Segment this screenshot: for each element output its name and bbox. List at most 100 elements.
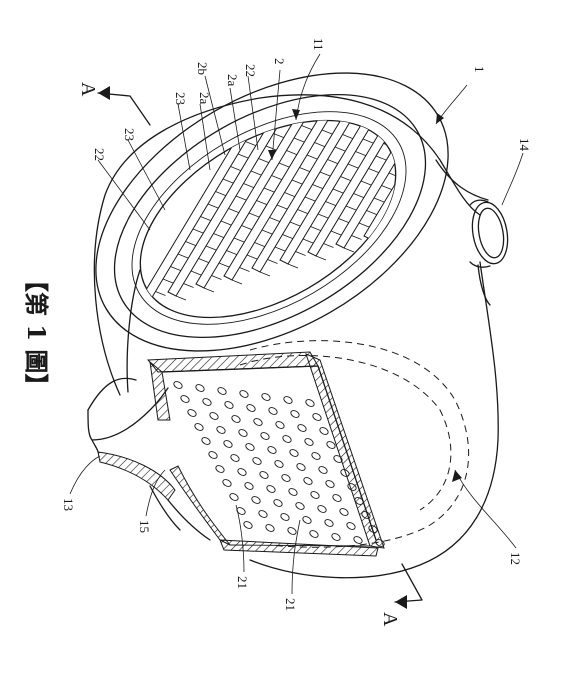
figure-title: 【第 1 圖】 xyxy=(22,268,51,397)
fin-slot-tick xyxy=(183,283,194,288)
perforation-hole xyxy=(305,399,315,407)
perforation-hole xyxy=(340,469,350,477)
perforation-hole xyxy=(303,477,313,485)
fin-slot-tick xyxy=(207,203,219,209)
fin-slot-tick xyxy=(245,141,256,146)
perforation-hole xyxy=(266,485,276,493)
perforation-hole xyxy=(237,468,247,476)
fin-slot-tick xyxy=(403,147,415,153)
fin-slot-tick xyxy=(177,253,189,259)
perforation-hole xyxy=(346,522,356,530)
label-chamber: 12 xyxy=(508,552,523,565)
fin-slot-tick xyxy=(308,112,320,118)
fin-slot-tick xyxy=(362,138,374,144)
fin-slot-tick xyxy=(273,133,284,138)
perforation-hole xyxy=(201,437,211,445)
perforation-hole xyxy=(281,474,291,482)
fin-slot-tick xyxy=(239,267,250,272)
fin-slot-tick xyxy=(162,278,174,284)
fin-slot-tick xyxy=(405,105,417,111)
fin-slot-tick xyxy=(485,53,495,57)
fin-slot-tick xyxy=(345,205,357,211)
fin-slot-tick xyxy=(235,195,247,201)
perforation-hole xyxy=(231,415,241,423)
fin-slot-tick xyxy=(222,178,234,184)
fin-slot-tick xyxy=(175,295,187,301)
fin-slot-tick xyxy=(230,166,241,171)
fin-slot-tick xyxy=(314,142,325,147)
fin-slot-tick xyxy=(190,270,202,276)
fin-slot-tick xyxy=(338,218,349,223)
fin-slot-tick xyxy=(276,204,288,210)
fin-slot-tick xyxy=(381,185,392,190)
perforation-hole xyxy=(244,482,254,490)
perforation-hole xyxy=(347,483,357,491)
perforation-hole xyxy=(260,432,270,440)
fin-slot-tick xyxy=(420,80,430,86)
label-hole-right: 21 xyxy=(283,598,298,611)
label-fin-left: 22 xyxy=(92,148,107,161)
section-mark-top: A xyxy=(77,82,99,97)
perforation-hole xyxy=(230,454,240,462)
fin-slot-tick xyxy=(336,104,348,110)
fin-slot-tick xyxy=(203,287,215,293)
fin-slot-tick xyxy=(218,262,230,268)
label-fin-upper: 22 xyxy=(243,64,258,77)
outlet-pipe xyxy=(469,199,509,268)
perforation-hole xyxy=(224,401,234,409)
section-arrow-bottom xyxy=(394,563,423,609)
fin-slot-tick xyxy=(343,247,355,253)
fin-slot-tick xyxy=(243,183,254,188)
perforation-hole xyxy=(258,510,268,518)
perforation-hole xyxy=(289,449,299,457)
perforation-hole xyxy=(238,429,248,437)
section-arrow-top xyxy=(97,86,151,126)
fin-slot-tick xyxy=(316,100,327,105)
label-lower-part: 15 xyxy=(137,520,152,533)
fin-slot-tick xyxy=(254,242,265,247)
perforation-hole xyxy=(311,452,321,460)
fin-slot-tick xyxy=(215,191,226,196)
perforation-hole xyxy=(246,404,256,412)
perforation-hole xyxy=(215,465,225,473)
perforation-hole xyxy=(195,384,205,392)
fin-slot-tick xyxy=(470,78,480,82)
fin-slot-tick xyxy=(372,84,383,89)
fin-slot-tick xyxy=(304,196,316,202)
label-groove-a-lower: 2a xyxy=(197,92,212,105)
perforation-hole xyxy=(209,412,219,420)
label-pipe: 14 xyxy=(517,138,532,152)
perforation-hole xyxy=(368,525,378,533)
perforation-hole xyxy=(251,496,261,504)
perforation-hole xyxy=(265,524,275,532)
perforation-hole xyxy=(317,505,327,513)
perforation-hole xyxy=(326,441,336,449)
fin-slot-tick xyxy=(213,233,224,238)
fin-slot-tick xyxy=(370,126,381,131)
fin-slot-tick xyxy=(269,217,280,222)
fin-slot-tick xyxy=(442,86,452,90)
perforation-hole xyxy=(325,480,335,488)
fin-slot-tick xyxy=(429,69,439,73)
label-inlet: 2 xyxy=(272,58,287,65)
fin-slot-tick xyxy=(358,222,370,228)
fin-slot-tick xyxy=(282,234,293,239)
fin-slot-tick xyxy=(457,61,467,65)
grille-fins xyxy=(139,53,495,309)
fin-slot-tick xyxy=(400,79,411,81)
fin-slot-tick xyxy=(263,187,275,193)
perforation-hole xyxy=(217,387,227,395)
fin-slot-tick xyxy=(267,259,278,264)
fin-slot-tick xyxy=(424,152,430,157)
label-slot-left: 23 xyxy=(122,128,137,141)
perforation-hole xyxy=(353,536,363,544)
fin-slot-tick xyxy=(170,266,181,271)
fin-slot-tick xyxy=(250,170,262,176)
fin-slot-tick xyxy=(271,175,282,180)
perforation-hole xyxy=(361,511,371,519)
perforation-hole xyxy=(354,497,364,505)
perforation-hole xyxy=(229,493,239,501)
perforation-hole xyxy=(333,455,343,463)
fin-slot-tick xyxy=(295,251,306,256)
